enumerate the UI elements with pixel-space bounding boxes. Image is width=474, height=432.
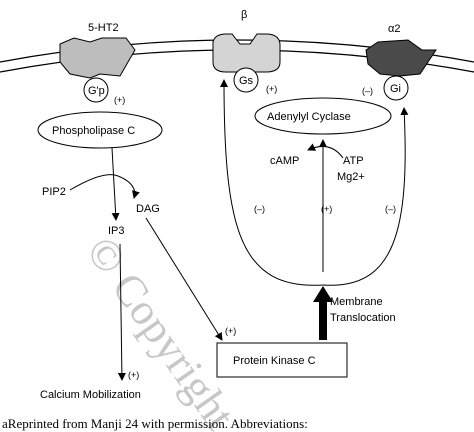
membrane-translocation-arrow <box>313 286 333 340</box>
gprotein-gp: G'p (+) <box>83 77 125 105</box>
protein-kinase-c-label: Protein Kinase C <box>233 355 316 367</box>
receptor-label-alpha2: α2 <box>388 23 400 35</box>
receptor-alpha2: α2 <box>365 23 437 77</box>
watermark-text: © Copyright <box>77 228 245 432</box>
pip2-label: PIP2 <box>42 186 66 198</box>
sign-calcium-plus: (+) <box>128 370 139 380</box>
protein-kinase-c-node: Protein Kinase C <box>216 342 348 378</box>
phospholipase-c-label: Phospholipase C <box>52 125 135 137</box>
receptor-beta: β <box>212 9 281 73</box>
receptor-5ht2: 5-HT2 <box>59 22 136 79</box>
receptor-label-5ht2: 5-HT2 <box>88 22 119 34</box>
pathway-arrows <box>69 79 409 381</box>
sign-gi-minus: (–) <box>362 86 373 96</box>
sign-right-minus: (–) <box>385 204 396 214</box>
gprotein-gs: Gs (+) <box>233 67 277 94</box>
membrane-translocation-line1: Membrane <box>330 296 383 308</box>
sign-pkc-plus: (+) <box>225 326 236 336</box>
adenylyl-cyclase-node: Adenylyl Cyclase <box>254 97 392 135</box>
mg-label: Mg2+ <box>337 171 365 183</box>
caption-text: aReprinted from Manji 24 with permission… <box>2 416 308 431</box>
sign-gs-plus: (+) <box>266 84 277 94</box>
sign-left-minus: (–) <box>254 204 265 214</box>
phospholipase-c-node: Phospholipase C <box>37 111 163 149</box>
watermark: © Copyright <box>77 228 245 432</box>
ip3-label: IP3 <box>108 225 125 237</box>
membrane-translocation-line2: Translocation <box>330 312 396 324</box>
receptor-label-beta: β <box>241 9 247 21</box>
gprotein-label-gp: G'p <box>88 85 105 97</box>
sign-mid-plus: (+) <box>321 204 332 214</box>
gprotein-gi: Gi (–) <box>362 75 409 101</box>
adenylyl-cyclase-label: Adenylyl Cyclase <box>267 111 351 123</box>
atp-label: ATP <box>343 155 364 167</box>
calcium-label: Calcium Mobilization <box>40 389 141 401</box>
gprotein-label-gi: Gi <box>390 83 401 95</box>
sign-gp-plus: (+) <box>114 95 125 105</box>
gprotein-label-gs: Gs <box>239 75 254 87</box>
camp-label: cAMP <box>270 155 299 167</box>
dag-label: DAG <box>136 203 160 215</box>
